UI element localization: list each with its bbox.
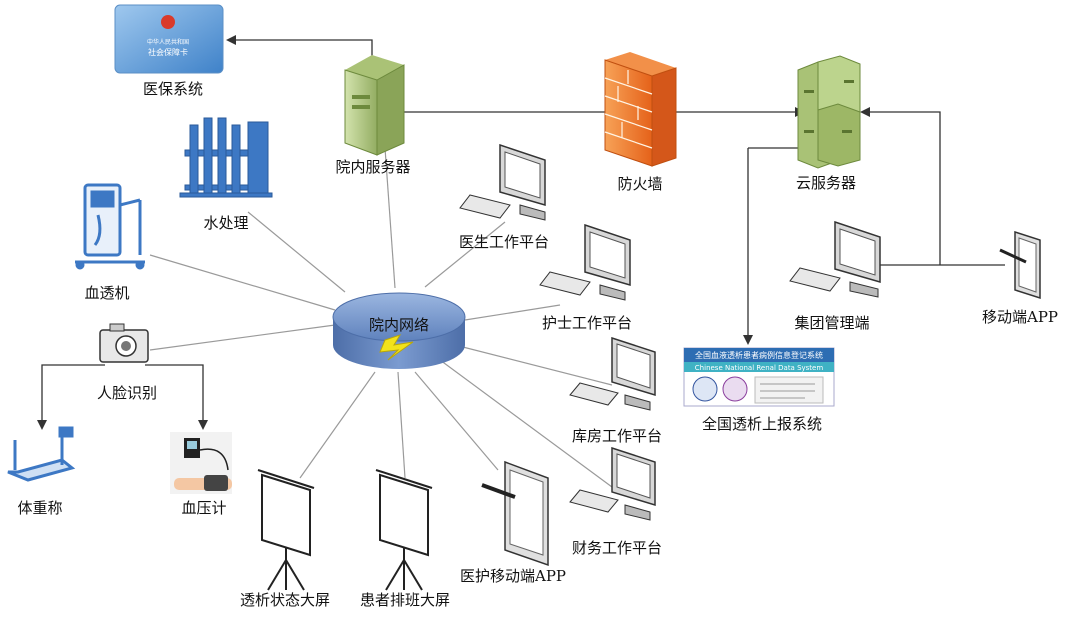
schedule-screen-icon	[375, 469, 433, 591]
blood-pressure-meter-icon	[170, 432, 232, 494]
group-management-label: 集团管理端	[794, 314, 869, 332]
weight-scale-icon	[7, 426, 76, 482]
dialysis-machine-icon	[75, 183, 145, 270]
doctor-workstation-label: 医生工作平台	[459, 233, 549, 251]
arrow-lines	[37, 35, 1005, 430]
cloud-server-icon	[797, 55, 861, 169]
cndrs-label: 全国透析上报系统	[702, 415, 822, 433]
blood-pressure-label: 血压计	[181, 499, 226, 517]
finance-workstation-icon	[569, 446, 656, 521]
svg-text:全国血液透析患者病例信息登记系统: 全国血液透析患者病例信息登记系统	[695, 350, 823, 360]
face-recognition-label: 人脸识别	[97, 384, 157, 402]
schedule-screen-label: 患者排班大屏	[360, 591, 450, 609]
status-screen-icon	[257, 469, 315, 591]
nurse-mobile-app-icon	[481, 460, 549, 567]
firewall-label: 防火墙	[617, 175, 662, 193]
status-screen-label: 透析状态大屏	[240, 591, 330, 609]
hospital-server-icon	[344, 55, 405, 156]
finance-workstation-label: 财务工作平台	[572, 539, 662, 557]
medical-insurance-label: 医保系统	[143, 80, 203, 98]
group-management-icon	[789, 220, 881, 298]
water-treatment-icon	[179, 117, 273, 198]
svg-text:中华人民共和国: 中华人民共和国	[147, 38, 189, 46]
water-treatment-label: 水处理	[203, 214, 248, 232]
social-security-card-icon: 中华人民共和国 社会保障卡	[114, 4, 224, 74]
cndrs-panel-icon: 全国血液透析患者病例信息登记系统 Chinese National Renal …	[683, 347, 835, 407]
mobile-app-icon	[999, 230, 1041, 300]
svg-text:社会保障卡: 社会保障卡	[148, 47, 188, 57]
warehouse-workstation-icon	[569, 336, 656, 411]
nurse-workstation-label: 护士工作平台	[542, 314, 632, 332]
connection-lines	[149, 147, 613, 488]
dialysis-machine-label: 血透机	[84, 284, 129, 302]
nurse-mobile-app-label: 医护移动端APP	[460, 567, 566, 585]
cloud-server-label: 云服务器	[796, 174, 856, 192]
weight-scale-label: 体重称	[17, 499, 62, 517]
hospital-network-label: 院内网络	[369, 316, 429, 334]
svg-text:Chinese National Renal Data Sy: Chinese National Renal Data System	[695, 364, 824, 372]
face-recognition-camera-icon	[99, 323, 149, 363]
doctor-workstation-icon	[459, 143, 546, 221]
mobile-app-label: 移动端APP	[982, 308, 1058, 326]
firewall-icon	[604, 52, 677, 167]
nurse-workstation-icon	[539, 223, 631, 301]
hospital-network-hub-icon	[332, 292, 466, 369]
warehouse-workstation-label: 库房工作平台	[572, 427, 662, 445]
hospital-server-label: 院内服务器	[335, 158, 410, 176]
